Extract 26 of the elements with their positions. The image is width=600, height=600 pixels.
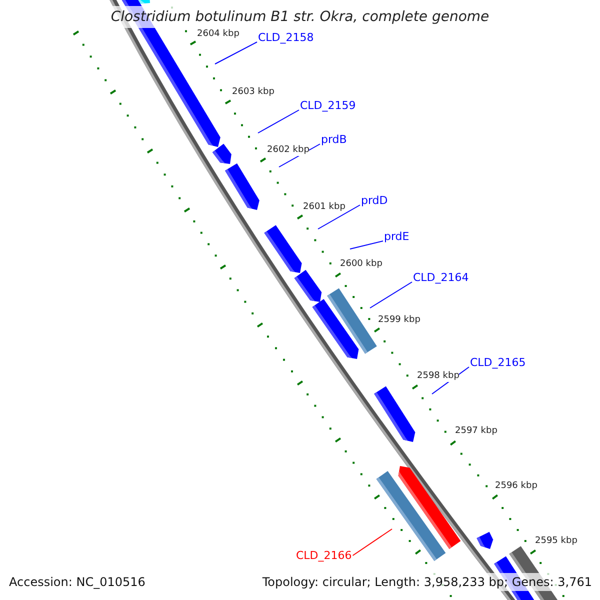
leader-line (352, 528, 392, 556)
gene-label: CLD_2158 (258, 31, 314, 44)
scale-label: 2600 kbp (340, 259, 382, 270)
gene-label: CLD_2164 (413, 271, 469, 284)
gene-label: prdE (384, 230, 410, 243)
gene-label: prdB (321, 133, 347, 146)
gene-label: CLD_2159 (300, 99, 356, 112)
leader-line (258, 110, 300, 134)
genome-title: Clostridium botulinum B1 str. Okra, complete genome (110, 6, 490, 28)
scale-label: 2597 kbp (455, 426, 498, 437)
scale-label: 2602 kbp (267, 145, 310, 156)
leader-line (318, 204, 360, 230)
scale-label: 2601 kbp (303, 202, 346, 213)
genome-stats-text: Topology: circular; Length: 3,958,233 bp; Genes: 3,761 (262, 573, 592, 591)
scale-label: 2595 kbp (535, 536, 578, 547)
scale-label: 2603 kbp (232, 87, 274, 98)
leader-line (370, 282, 412, 308)
gene-label: CLD_2165 (470, 356, 526, 369)
scale-label: 2604 kbp (197, 29, 240, 40)
leader-line (350, 240, 384, 250)
gene-label: CLD_2166 (296, 549, 352, 562)
scale-label: 2599 kbp (378, 315, 420, 326)
scale-label: 2596 kbp (495, 481, 538, 492)
gene-label: prdD (361, 194, 388, 207)
scale-label: 2598 kbp (417, 371, 460, 382)
leader-line (214, 42, 258, 64)
